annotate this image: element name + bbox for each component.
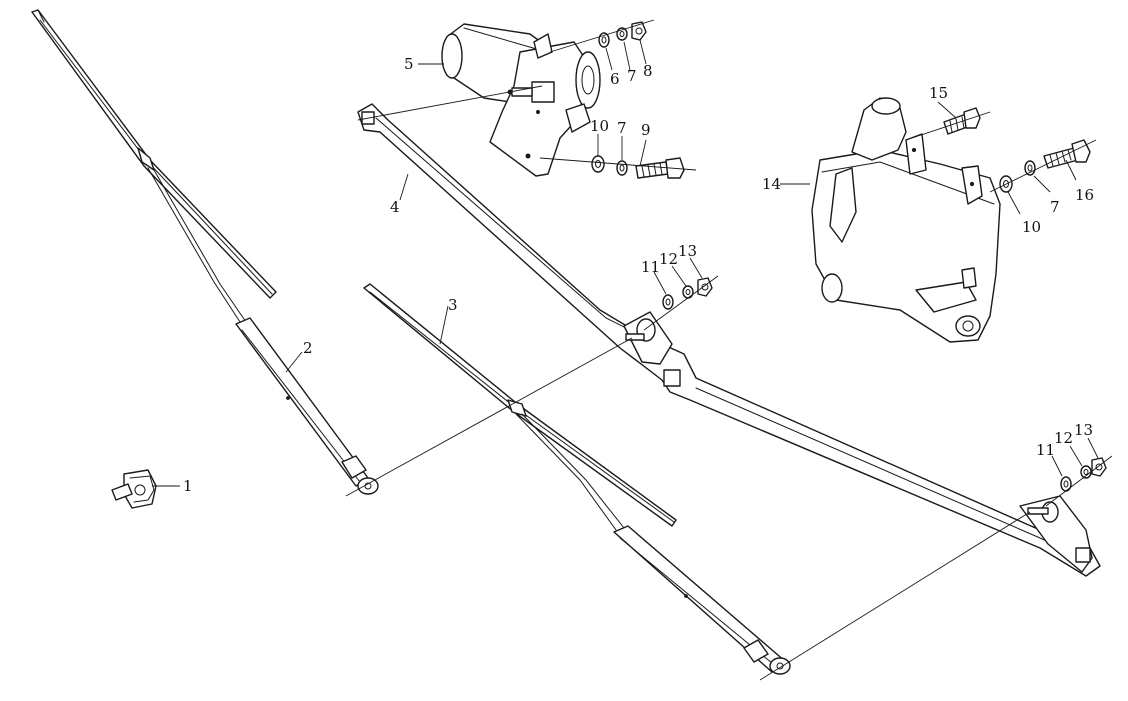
- callout-16: 16: [1075, 186, 1094, 204]
- callout-leaders: [152, 39, 1099, 487]
- callout-14: 14: [762, 175, 781, 193]
- callout-12-center: 12: [659, 250, 678, 268]
- wiper-arm-left: [235, 317, 379, 495]
- washer-reservoir: [811, 97, 1001, 343]
- callout-3: 3: [448, 296, 458, 314]
- callout-8: 8: [643, 62, 653, 80]
- wiper-blade-left: [31, 9, 277, 323]
- callout-labels: 1 2 3 4 5 6 7 8 10 7 9 11 12 13 14 15 10…: [183, 55, 1094, 495]
- callout-10-motor: 10: [590, 117, 609, 135]
- callout-11-center: 11: [641, 258, 660, 276]
- callout-1: 1: [183, 477, 193, 495]
- lower-hardware: [591, 155, 685, 179]
- callout-4: 4: [390, 198, 400, 216]
- wiper-arm-center: [613, 525, 791, 675]
- callout-11-right: 11: [1036, 441, 1055, 459]
- wiper-linkage-rod: [357, 103, 1101, 577]
- callout-7-upper: 7: [627, 67, 637, 85]
- right-pivot-hardware: [1060, 457, 1107, 492]
- callout-15: 15: [929, 84, 948, 102]
- center-pivot-hardware: [662, 277, 713, 310]
- reservoir-hardware: [999, 139, 1091, 193]
- knob-cap: [111, 469, 157, 509]
- callout-10-reservoir: 10: [1022, 218, 1041, 236]
- callout-12-right: 12: [1054, 429, 1073, 447]
- wiper-blade-center: [363, 283, 677, 531]
- callout-7-reservoir: 7: [1050, 198, 1060, 216]
- callout-5: 5: [404, 55, 414, 73]
- assembly-lines: [345, 19, 1113, 681]
- callout-2: 2: [303, 339, 313, 357]
- callout-6: 6: [610, 70, 620, 88]
- callout-9: 9: [641, 121, 651, 139]
- callout-13-center: 13: [678, 242, 697, 260]
- callout-13-right: 13: [1074, 421, 1093, 439]
- callout-7-motor: 7: [617, 119, 627, 137]
